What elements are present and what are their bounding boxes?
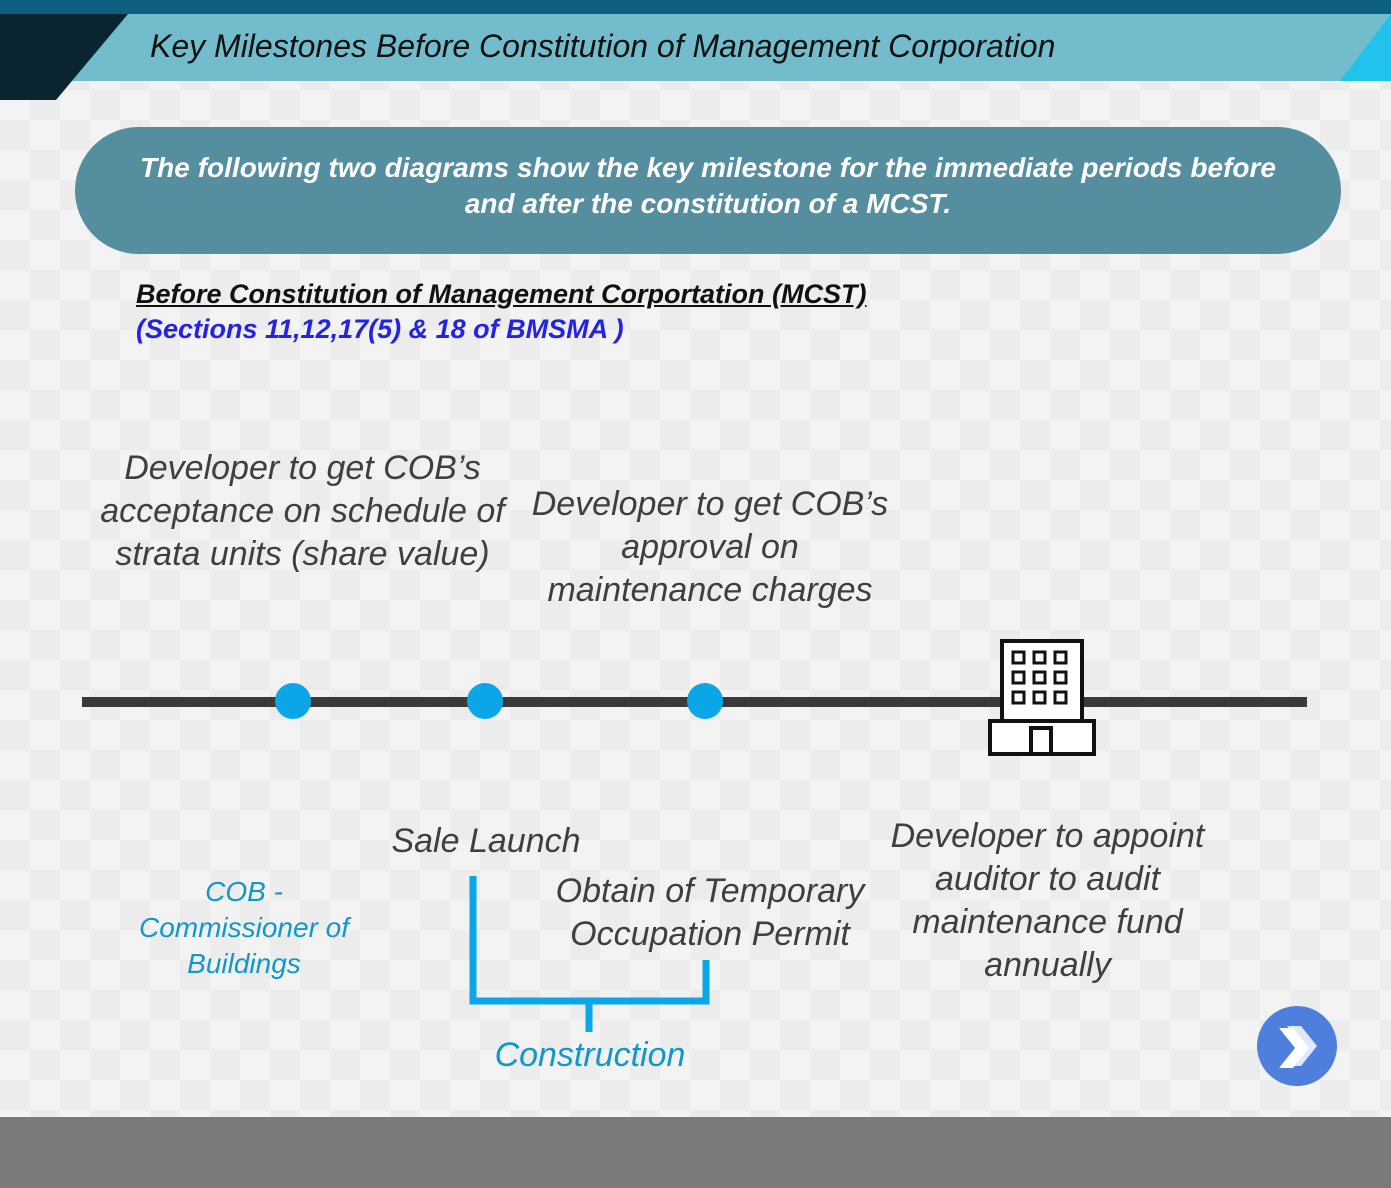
cob-definition: COB - Commissioner of Buildings [138,876,350,979]
milestone-dot [275,683,311,719]
construction-bracket [462,872,718,1034]
milestone-dot [467,683,503,719]
header-band [62,14,1391,81]
milestone-maintenance-charges: Developer to get COB’s approval on maint… [531,485,889,609]
milestone-top: Obtain of Temporary Occupation Permit [555,872,865,953]
milestone-sale-launch: Sale Launch [391,822,581,860]
building-icon [986,636,1098,758]
milestone-auditor: Developer to appoint auditor to audit ma… [890,817,1205,984]
section-reference: (Sections 11,12,17(5) & 18 of BMSMA ) [136,314,624,344]
construction-label: Construction [494,1036,686,1074]
milestone-dot [687,683,723,719]
chevron-right-icon [1279,1026,1317,1068]
milestone-schedule-acceptance: Developer to get COB’s acceptance on sch… [100,449,505,573]
intro-banner [75,127,1341,254]
page-title: Key Milestones Before Constitution of Ma… [150,28,1056,64]
intro-text: The following two diagrams show the key … [140,152,1276,219]
top-strip [0,0,1391,14]
section-heading: Before Constitution of Management Corpor… [136,279,867,309]
footer-band [0,1117,1391,1188]
next-button[interactable] [1257,1006,1337,1086]
